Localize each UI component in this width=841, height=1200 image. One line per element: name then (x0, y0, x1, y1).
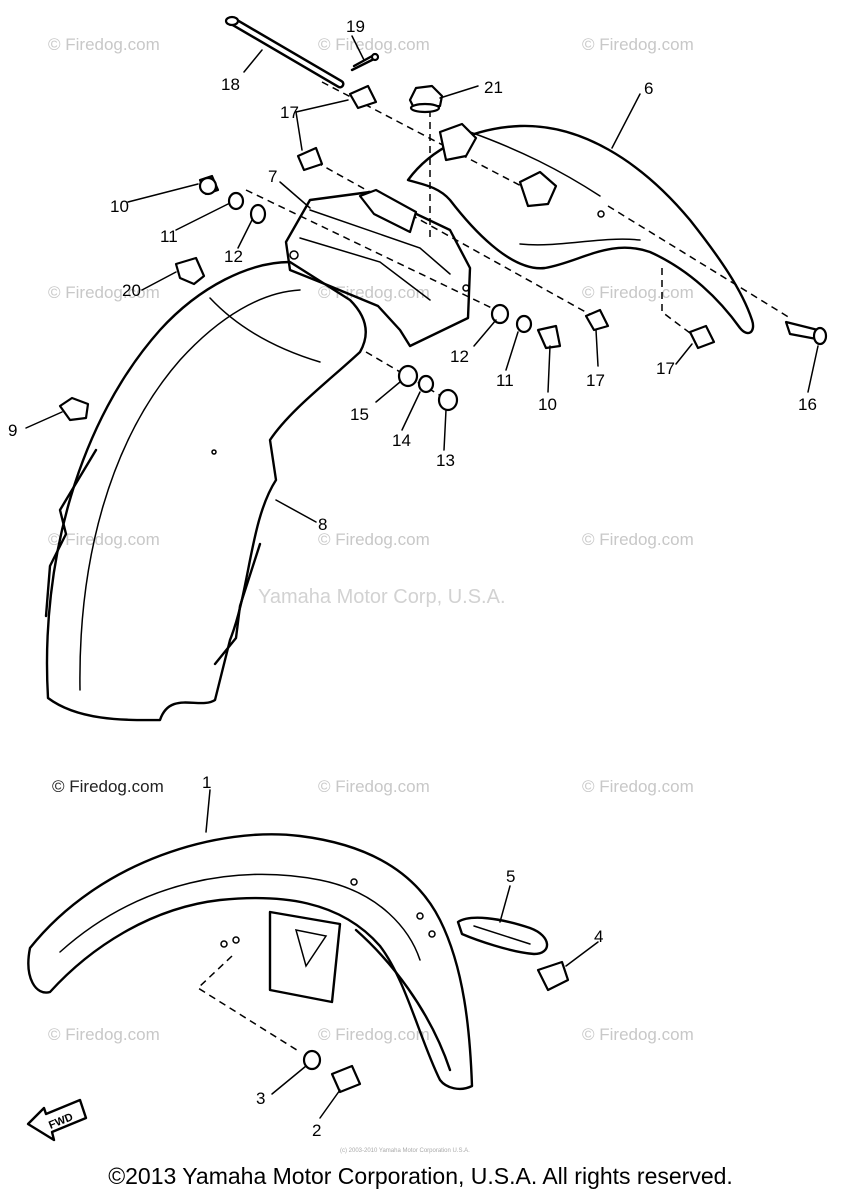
watermark: © Firedog.com (318, 283, 430, 302)
watermark-layer: © Firedog.com © Firedog.com © Firedog.co… (48, 35, 694, 1154)
watermark: © Firedog.com (318, 777, 430, 796)
callout-7: 7 (268, 167, 277, 186)
callout-18: 18 (221, 75, 240, 94)
part-5-reflector (456, 916, 549, 956)
callout-17: 17 (586, 371, 605, 390)
part-4-nut (536, 960, 570, 992)
watermark-credit: Yamaha Motor Corp, U.S.A. (258, 586, 506, 608)
callout-17: 17 (280, 103, 299, 122)
callout-2: 2 (312, 1121, 321, 1140)
watermark: © Firedog.com (582, 283, 694, 302)
part-9-connector (58, 396, 90, 422)
watermark: © Firedog.com (48, 530, 160, 549)
leader-lines (25, 35, 819, 1119)
callout-15: 15 (350, 405, 369, 424)
watermark: © Firedog.com (582, 530, 694, 549)
callout-20: 20 (122, 281, 141, 300)
callout-10: 10 (110, 197, 129, 216)
watermark: © Firedog.com (318, 35, 430, 54)
callouts: 18 19 21 17 7 10 11 12 20 6 9 8 12 11 10… (8, 17, 817, 1140)
part-18-rod (224, 15, 345, 89)
part-8-rear-fender (44, 260, 367, 722)
watermark: © Firedog.com (318, 1025, 430, 1044)
watermark: © Firedog.com (582, 1025, 694, 1044)
tiny-notice: (c) 2003-2010 Yamaha Motor Corporation U… (340, 1148, 470, 1154)
watermark: © Firedog.com (582, 777, 694, 796)
part-6-fender-flap (406, 122, 755, 335)
part-20-clip (174, 256, 206, 286)
part-3-washer-part-2-bolt (302, 1049, 362, 1094)
part-1-front-fender (27, 833, 474, 1091)
callout-13: 13 (436, 451, 455, 470)
callout-6: 6 (644, 79, 653, 98)
assembly-lines (196, 81, 791, 1053)
callout-8: 8 (318, 515, 327, 534)
fwd-arrow-icon: FWD (26, 1098, 88, 1142)
copyright-notice: ©2013 Yamaha Motor Corporation, U.S.A. A… (108, 1163, 733, 1189)
callout-16: 16 (798, 395, 817, 414)
callout-19: 19 (346, 17, 365, 36)
callout-10: 10 (538, 395, 557, 414)
callout-5: 5 (506, 867, 515, 886)
part-19-pin (350, 52, 380, 72)
callout-12: 12 (450, 347, 469, 366)
hardware-upper (198, 84, 828, 412)
watermark: © Firedog.com (582, 35, 694, 54)
callout-9: 9 (8, 421, 17, 440)
watermark: © Firedog.com (52, 777, 164, 796)
part-21-grommet (408, 84, 444, 114)
callout-14: 14 (392, 431, 411, 450)
callout-12: 12 (224, 247, 243, 266)
watermark: © Firedog.com (48, 283, 160, 302)
callout-17: 17 (656, 359, 675, 378)
part-7-bracket (284, 188, 472, 348)
callout-11: 11 (160, 227, 178, 246)
watermark: © Firedog.com (48, 35, 160, 54)
callout-1: 1 (202, 773, 211, 792)
watermark: © Firedog.com (48, 1025, 160, 1044)
callout-3: 3 (256, 1089, 265, 1108)
callout-4: 4 (594, 927, 603, 946)
callout-21: 21 (484, 78, 503, 97)
watermark: © Firedog.com (318, 530, 430, 549)
callout-11: 11 (496, 371, 514, 390)
